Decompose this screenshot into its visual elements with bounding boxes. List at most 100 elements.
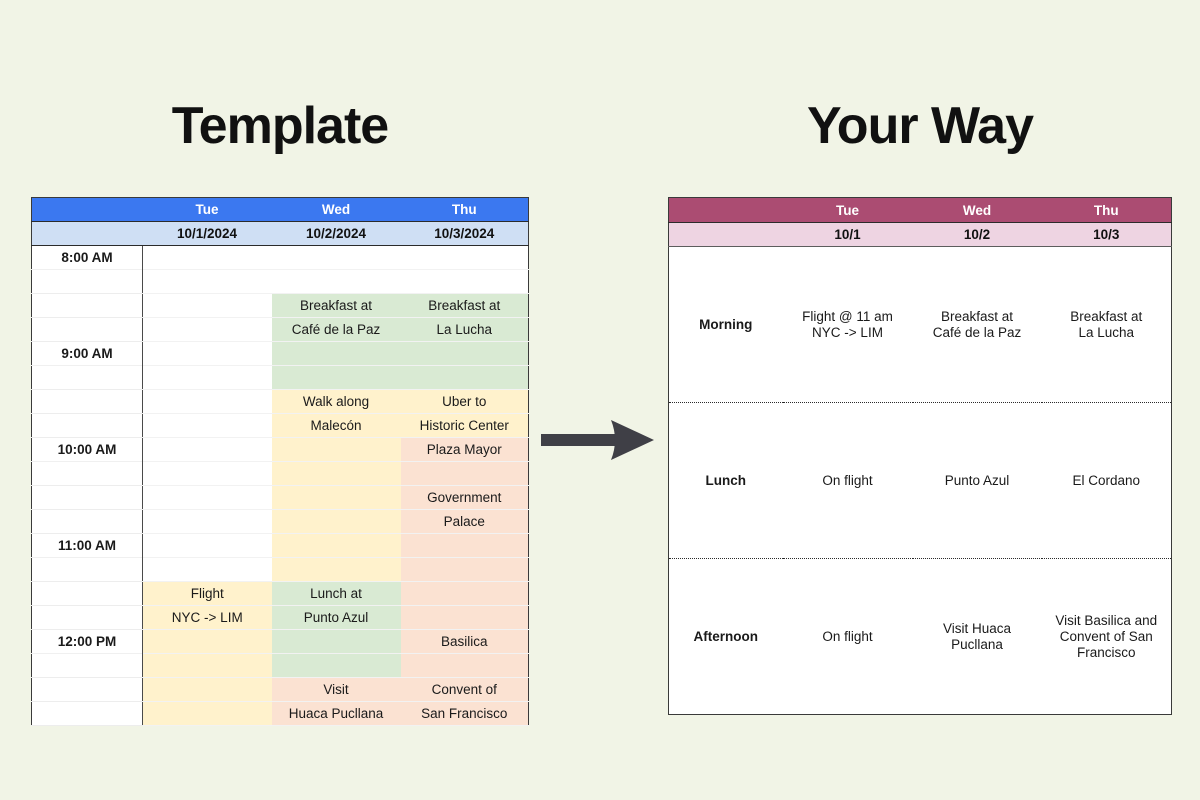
template-event-cell-tue[interactable] — [142, 437, 272, 462]
template-time-blank — [31, 317, 143, 342]
template-event-cell-thu[interactable]: Uber to — [400, 389, 529, 414]
template-event-cell-wed[interactable] — [271, 269, 401, 294]
page-title-your-way: Your Way — [806, 97, 1034, 155]
yourway-date-corner — [668, 222, 783, 247]
yourway-row-label: Lunch — [668, 402, 783, 559]
template-event-cell-thu[interactable]: Plaza Mayor — [400, 437, 529, 462]
template-event-cell-thu[interactable] — [400, 461, 529, 486]
template-time-blank — [31, 509, 143, 534]
template-event-cell-tue[interactable] — [142, 557, 272, 582]
template-event-cell-thu[interactable] — [400, 341, 529, 366]
yourway-event-cell-wed[interactable]: Punto Azul — [912, 402, 1042, 559]
yourway-event-cell-tue[interactable]: On flight — [782, 402, 913, 559]
template-event-cell-tue[interactable] — [142, 341, 272, 366]
template-event-cell-wed[interactable] — [271, 341, 401, 366]
template-event-cell-wed[interactable] — [271, 461, 401, 486]
template-slot-row: 9:00 AM — [31, 341, 529, 366]
template-event-cell-thu[interactable] — [400, 245, 529, 270]
template-event-cell-thu[interactable]: San Francisco — [400, 701, 529, 726]
template-event-cell-thu[interactable]: Breakfast at — [400, 293, 529, 318]
template-event-cell-wed[interactable]: Walk along — [271, 389, 401, 414]
template-event-cell-tue[interactable] — [142, 653, 272, 678]
template-event-cell-wed[interactable] — [271, 365, 401, 390]
template-date-header-0: 10/1/2024 — [142, 221, 272, 246]
template-event-cell-tue[interactable] — [142, 533, 272, 558]
template-time-blank — [31, 653, 143, 678]
template-event-cell-wed[interactable] — [271, 245, 401, 270]
template-time-blank — [31, 389, 143, 414]
yourway-date-header-0: 10/1 — [782, 222, 913, 247]
page-title-template: Template — [171, 97, 389, 155]
template-event-cell-thu[interactable]: Government — [400, 485, 529, 510]
template-event-cell-thu[interactable]: Convent of — [400, 677, 529, 702]
template-slot-row: Palace — [31, 509, 529, 534]
template-time-blank — [31, 557, 143, 582]
template-event-cell-wed[interactable]: Punto Azul — [271, 605, 401, 630]
yourway-row-label: Afternoon — [668, 558, 783, 715]
template-event-cell-thu[interactable] — [400, 269, 529, 294]
template-event-cell-wed[interactable]: Breakfast at — [271, 293, 401, 318]
yourway-date-header-1: 10/2 — [912, 222, 1042, 247]
template-event-cell-wed[interactable]: Malecón — [271, 413, 401, 438]
template-event-cell-wed[interactable] — [271, 629, 401, 654]
template-event-cell-tue[interactable] — [142, 317, 272, 342]
template-time-blank — [31, 701, 143, 726]
template-event-cell-thu[interactable] — [400, 365, 529, 390]
template-time-blank — [31, 677, 143, 702]
template-time-blank — [31, 605, 143, 630]
template-event-cell-wed[interactable]: Visit — [271, 677, 401, 702]
template-event-cell-thu[interactable] — [400, 581, 529, 606]
template-event-cell-wed[interactable] — [271, 509, 401, 534]
template-date-corner — [31, 221, 143, 246]
template-event-cell-tue[interactable] — [142, 389, 272, 414]
template-time-label: 8:00 AM — [31, 245, 143, 270]
template-event-cell-thu[interactable]: Basilica — [400, 629, 529, 654]
template-event-cell-tue[interactable] — [142, 629, 272, 654]
template-event-cell-wed[interactable] — [271, 557, 401, 582]
template-event-cell-tue[interactable] — [142, 413, 272, 438]
template-event-cell-thu[interactable] — [400, 557, 529, 582]
template-event-cell-thu[interactable]: Historic Center — [400, 413, 529, 438]
template-event-cell-tue[interactable] — [142, 365, 272, 390]
template-event-cell-thu[interactable]: La Lucha — [400, 317, 529, 342]
template-event-cell-tue[interactable]: NYC -> LIM — [142, 605, 272, 630]
template-event-cell-tue[interactable]: Flight — [142, 581, 272, 606]
template-event-cell-tue[interactable] — [142, 677, 272, 702]
template-event-cell-tue[interactable] — [142, 245, 272, 270]
template-event-cell-wed[interactable]: Huaca Pucllana — [271, 701, 401, 726]
template-time-label: 9:00 AM — [31, 341, 143, 366]
template-event-cell-thu[interactable] — [400, 533, 529, 558]
template-event-cell-wed[interactable]: Lunch at — [271, 581, 401, 606]
template-slot-row: 8:00 AM — [31, 245, 529, 270]
template-event-cell-wed[interactable]: Café de la Paz — [271, 317, 401, 342]
template-event-cell-wed[interactable] — [271, 533, 401, 558]
template-event-cell-thu[interactable] — [400, 605, 529, 630]
template-event-cell-tue[interactable] — [142, 293, 272, 318]
template-event-cell-tue[interactable] — [142, 485, 272, 510]
template-event-cell-tue[interactable] — [142, 701, 272, 726]
template-time-blank — [31, 269, 143, 294]
template-event-cell-thu[interactable]: Palace — [400, 509, 529, 534]
template-event-cell-wed[interactable] — [271, 437, 401, 462]
yourway-event-cell-tue[interactable]: On flight — [782, 558, 913, 715]
template-event-cell-wed[interactable] — [271, 485, 401, 510]
yourway-event-cell-thu[interactable]: El Cordano — [1041, 402, 1172, 559]
template-slot-row: 11:00 AM — [31, 533, 529, 558]
template-event-cell-wed[interactable] — [271, 653, 401, 678]
template-time-blank — [31, 413, 143, 438]
template-date-header-1: 10/2/2024 — [271, 221, 401, 246]
template-event-cell-tue[interactable] — [142, 269, 272, 294]
template-event-cell-tue[interactable] — [142, 461, 272, 486]
template-event-cell-thu[interactable] — [400, 653, 529, 678]
template-event-cell-tue[interactable] — [142, 509, 272, 534]
template-time-blank — [31, 581, 143, 606]
